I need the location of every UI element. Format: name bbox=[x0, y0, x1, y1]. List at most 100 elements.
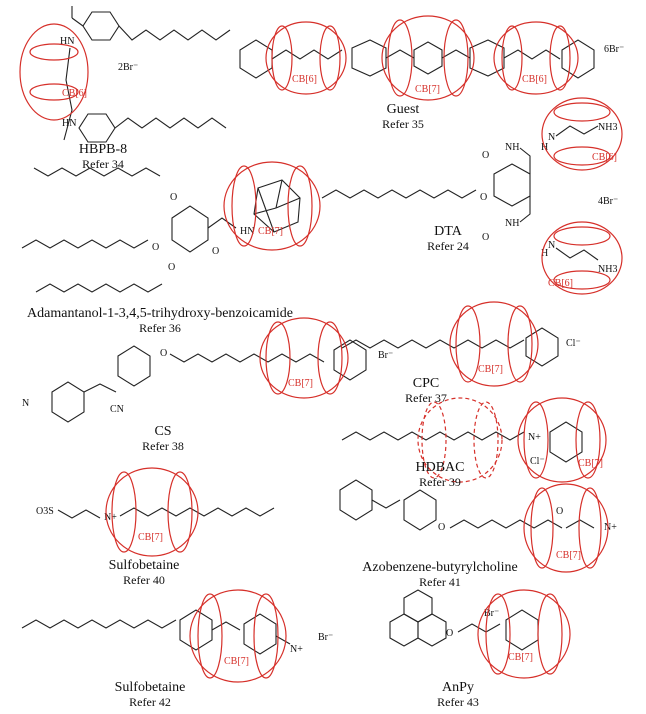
hdbac-structure: N+ Cl⁻ CB[7] bbox=[341, 397, 607, 483]
nh3-label-dta-top: NH3 bbox=[598, 122, 617, 133]
compound-ref: Refer 34 bbox=[82, 157, 124, 172]
caption-dta: DTA Refer 24 bbox=[400, 224, 496, 254]
cpc-structure: Cl⁻ CB[7] bbox=[341, 301, 581, 387]
cb6-macrocycle-dta-bottom bbox=[541, 221, 623, 295]
dimethylamino-n-cs: N bbox=[22, 398, 29, 409]
hbpb8-counterion: 2Br⁻ bbox=[118, 62, 138, 73]
compound-ref: Refer 35 bbox=[382, 117, 424, 132]
ammonium-n-sulf40: N+ bbox=[104, 512, 117, 523]
cb6-label-dta-top: CB[6] bbox=[592, 152, 617, 163]
benzene-ring-dta bbox=[493, 163, 531, 207]
pyridinium-left bbox=[239, 39, 273, 79]
ether-o-adam-2: O bbox=[152, 242, 159, 253]
cb6-label-guest-left: CB[6] bbox=[292, 74, 317, 85]
carbonyl-o-azo: O bbox=[556, 506, 563, 517]
ether-oxygen-dta: O bbox=[480, 192, 487, 203]
styryl-ring-2 bbox=[243, 613, 277, 655]
nitrile-cn-cs: CN bbox=[110, 404, 124, 415]
cs-structure: N CN O Br⁻ CB[7] bbox=[22, 317, 393, 423]
caption-cs: CS Refer 38 bbox=[115, 424, 211, 454]
ether-o-anpy: O bbox=[446, 628, 453, 639]
caption-sulfobetaine-42: Sulfobetaine Refer 42 bbox=[90, 680, 210, 710]
ether-o-azo: O bbox=[438, 522, 445, 533]
carbonyl-o-adam: O bbox=[212, 246, 219, 257]
pyridinium-ring bbox=[82, 11, 120, 41]
cpc-counterion: Cl⁻ bbox=[566, 338, 581, 349]
anthracene-ring-2 bbox=[389, 613, 419, 647]
pyridinium-ring-anpy bbox=[505, 609, 539, 651]
cb7-label-cs: CB[7] bbox=[288, 378, 313, 389]
cb7-label-hdbac: CB[7] bbox=[578, 458, 603, 469]
nh-label-dta-top: NH bbox=[505, 142, 519, 153]
compound-ref: Refer 37 bbox=[405, 391, 447, 406]
anpy-counterion: Br⁻ bbox=[484, 608, 499, 619]
pyridinium-right bbox=[561, 39, 595, 79]
ether-o-cs: O bbox=[160, 348, 167, 359]
cb7-macrocycle-cs bbox=[259, 317, 349, 399]
hbpb8-structure: HN HN 2Br⁻ CB[6] bbox=[19, 6, 231, 143]
compound-name: DTA bbox=[434, 224, 462, 239]
carbonyl-o-dta-top: O bbox=[482, 150, 489, 161]
compound-name: Sulfobetaine bbox=[114, 680, 186, 695]
cb7-label-sulf42: CB[7] bbox=[224, 656, 249, 667]
cb6-label-dta-bottom: CB[6] bbox=[548, 278, 573, 289]
cb7-dashed-macrocycle-hdbac bbox=[417, 397, 503, 483]
piperazinium-left bbox=[351, 39, 387, 77]
sulfobetaine42-structure: N+ Br⁻ CB[7] bbox=[21, 589, 333, 683]
compound-ref: Refer 41 bbox=[419, 575, 461, 590]
ammonium-n-azo: N+ bbox=[604, 522, 617, 533]
cb6-macrocycle-guest-left bbox=[265, 21, 347, 95]
sulfobetaine40-structure: O3S N+ CB[7] bbox=[36, 467, 275, 557]
cb7-macrocycle-azo bbox=[523, 483, 609, 573]
cb6-macrocycle-guest-right bbox=[493, 21, 579, 95]
cb7-label-cpc: CB[7] bbox=[478, 364, 503, 375]
h-label-dta-bottom: H bbox=[541, 248, 548, 259]
compound-ref: Refer 43 bbox=[437, 695, 479, 710]
anthracene-ring-3 bbox=[417, 613, 447, 647]
compound-name: AnPy bbox=[442, 680, 474, 695]
cb7-label-anpy: CB[7] bbox=[508, 652, 533, 663]
caption-adamantanol: Adamantanol-1-3,4,5-trihydroxy-benzoicam… bbox=[10, 306, 310, 336]
compound-name: HBPB-8 bbox=[78, 142, 128, 157]
compound-ref: Refer 40 bbox=[123, 573, 165, 588]
cb7-macrocycle-sulf42 bbox=[189, 589, 287, 683]
hn-label-top: HN bbox=[60, 36, 74, 47]
n-label-dta-top: N bbox=[548, 132, 555, 143]
caption-hbpb8: HBPB-8 Refer 34 bbox=[55, 142, 151, 172]
ether-o-adam-3: O bbox=[168, 262, 175, 273]
hn-label-bottom: HN bbox=[62, 118, 76, 129]
caption-guest: Guest Refer 35 bbox=[355, 102, 451, 132]
compound-ref: Refer 42 bbox=[129, 695, 171, 710]
cb7-macrocycle-hdbac bbox=[517, 397, 607, 483]
dta-structure: O NH NH O O H N NH3 H N NH3 4Br⁻ CB[6] C… bbox=[321, 97, 623, 295]
compound-name: CPC bbox=[412, 376, 440, 391]
adamantane-cage bbox=[253, 179, 301, 233]
cb7-macrocycle-adam bbox=[223, 161, 321, 251]
phenyl-ring-azo-2 bbox=[403, 489, 437, 531]
cb7-macrocycle-cpc bbox=[449, 301, 539, 387]
guest-structure: 6Br⁻ CB[6] CB[7] CB[6] bbox=[239, 15, 624, 101]
caption-hdbac: HDBAC Refer 39 bbox=[392, 460, 488, 490]
hdbac-counterion: Cl⁻ bbox=[530, 456, 545, 467]
caption-cpc: CPC Refer 37 bbox=[378, 376, 474, 406]
sulfonate-o3s: O3S bbox=[36, 506, 54, 517]
n-label-dta-bottom: N bbox=[548, 240, 555, 251]
compound-name: Adamantanol-1-3,4,5-trihydroxy-benzoicam… bbox=[27, 306, 293, 321]
xylene-ring bbox=[413, 41, 443, 75]
compound-ref: Refer 36 bbox=[139, 321, 181, 336]
caption-anpy: AnPy Refer 43 bbox=[410, 680, 506, 710]
benzene-ring-cs-1 bbox=[51, 381, 85, 423]
compound-name: CS bbox=[154, 424, 172, 439]
pyridinium-ring-cpc bbox=[525, 327, 559, 367]
benzyl-ring-hdbac bbox=[549, 421, 583, 463]
adamantanol-structure: O O O O HN CB[7] bbox=[21, 161, 321, 293]
compound-ref: Refer 39 bbox=[419, 475, 461, 490]
compound-name: Guest bbox=[386, 102, 420, 117]
cb6-label-guest-right: CB[6] bbox=[522, 74, 547, 85]
anpy-structure: O Br⁻ CB[7] bbox=[389, 589, 571, 679]
azobenzene-structure: O O N+ CB[7] bbox=[339, 479, 617, 573]
cb7-macrocycle-anpy bbox=[477, 589, 571, 679]
cb7-label-azo: CB[7] bbox=[556, 550, 581, 561]
nh-label-adam: HN bbox=[240, 226, 254, 237]
cb7-label-adam: CB[7] bbox=[258, 226, 283, 237]
